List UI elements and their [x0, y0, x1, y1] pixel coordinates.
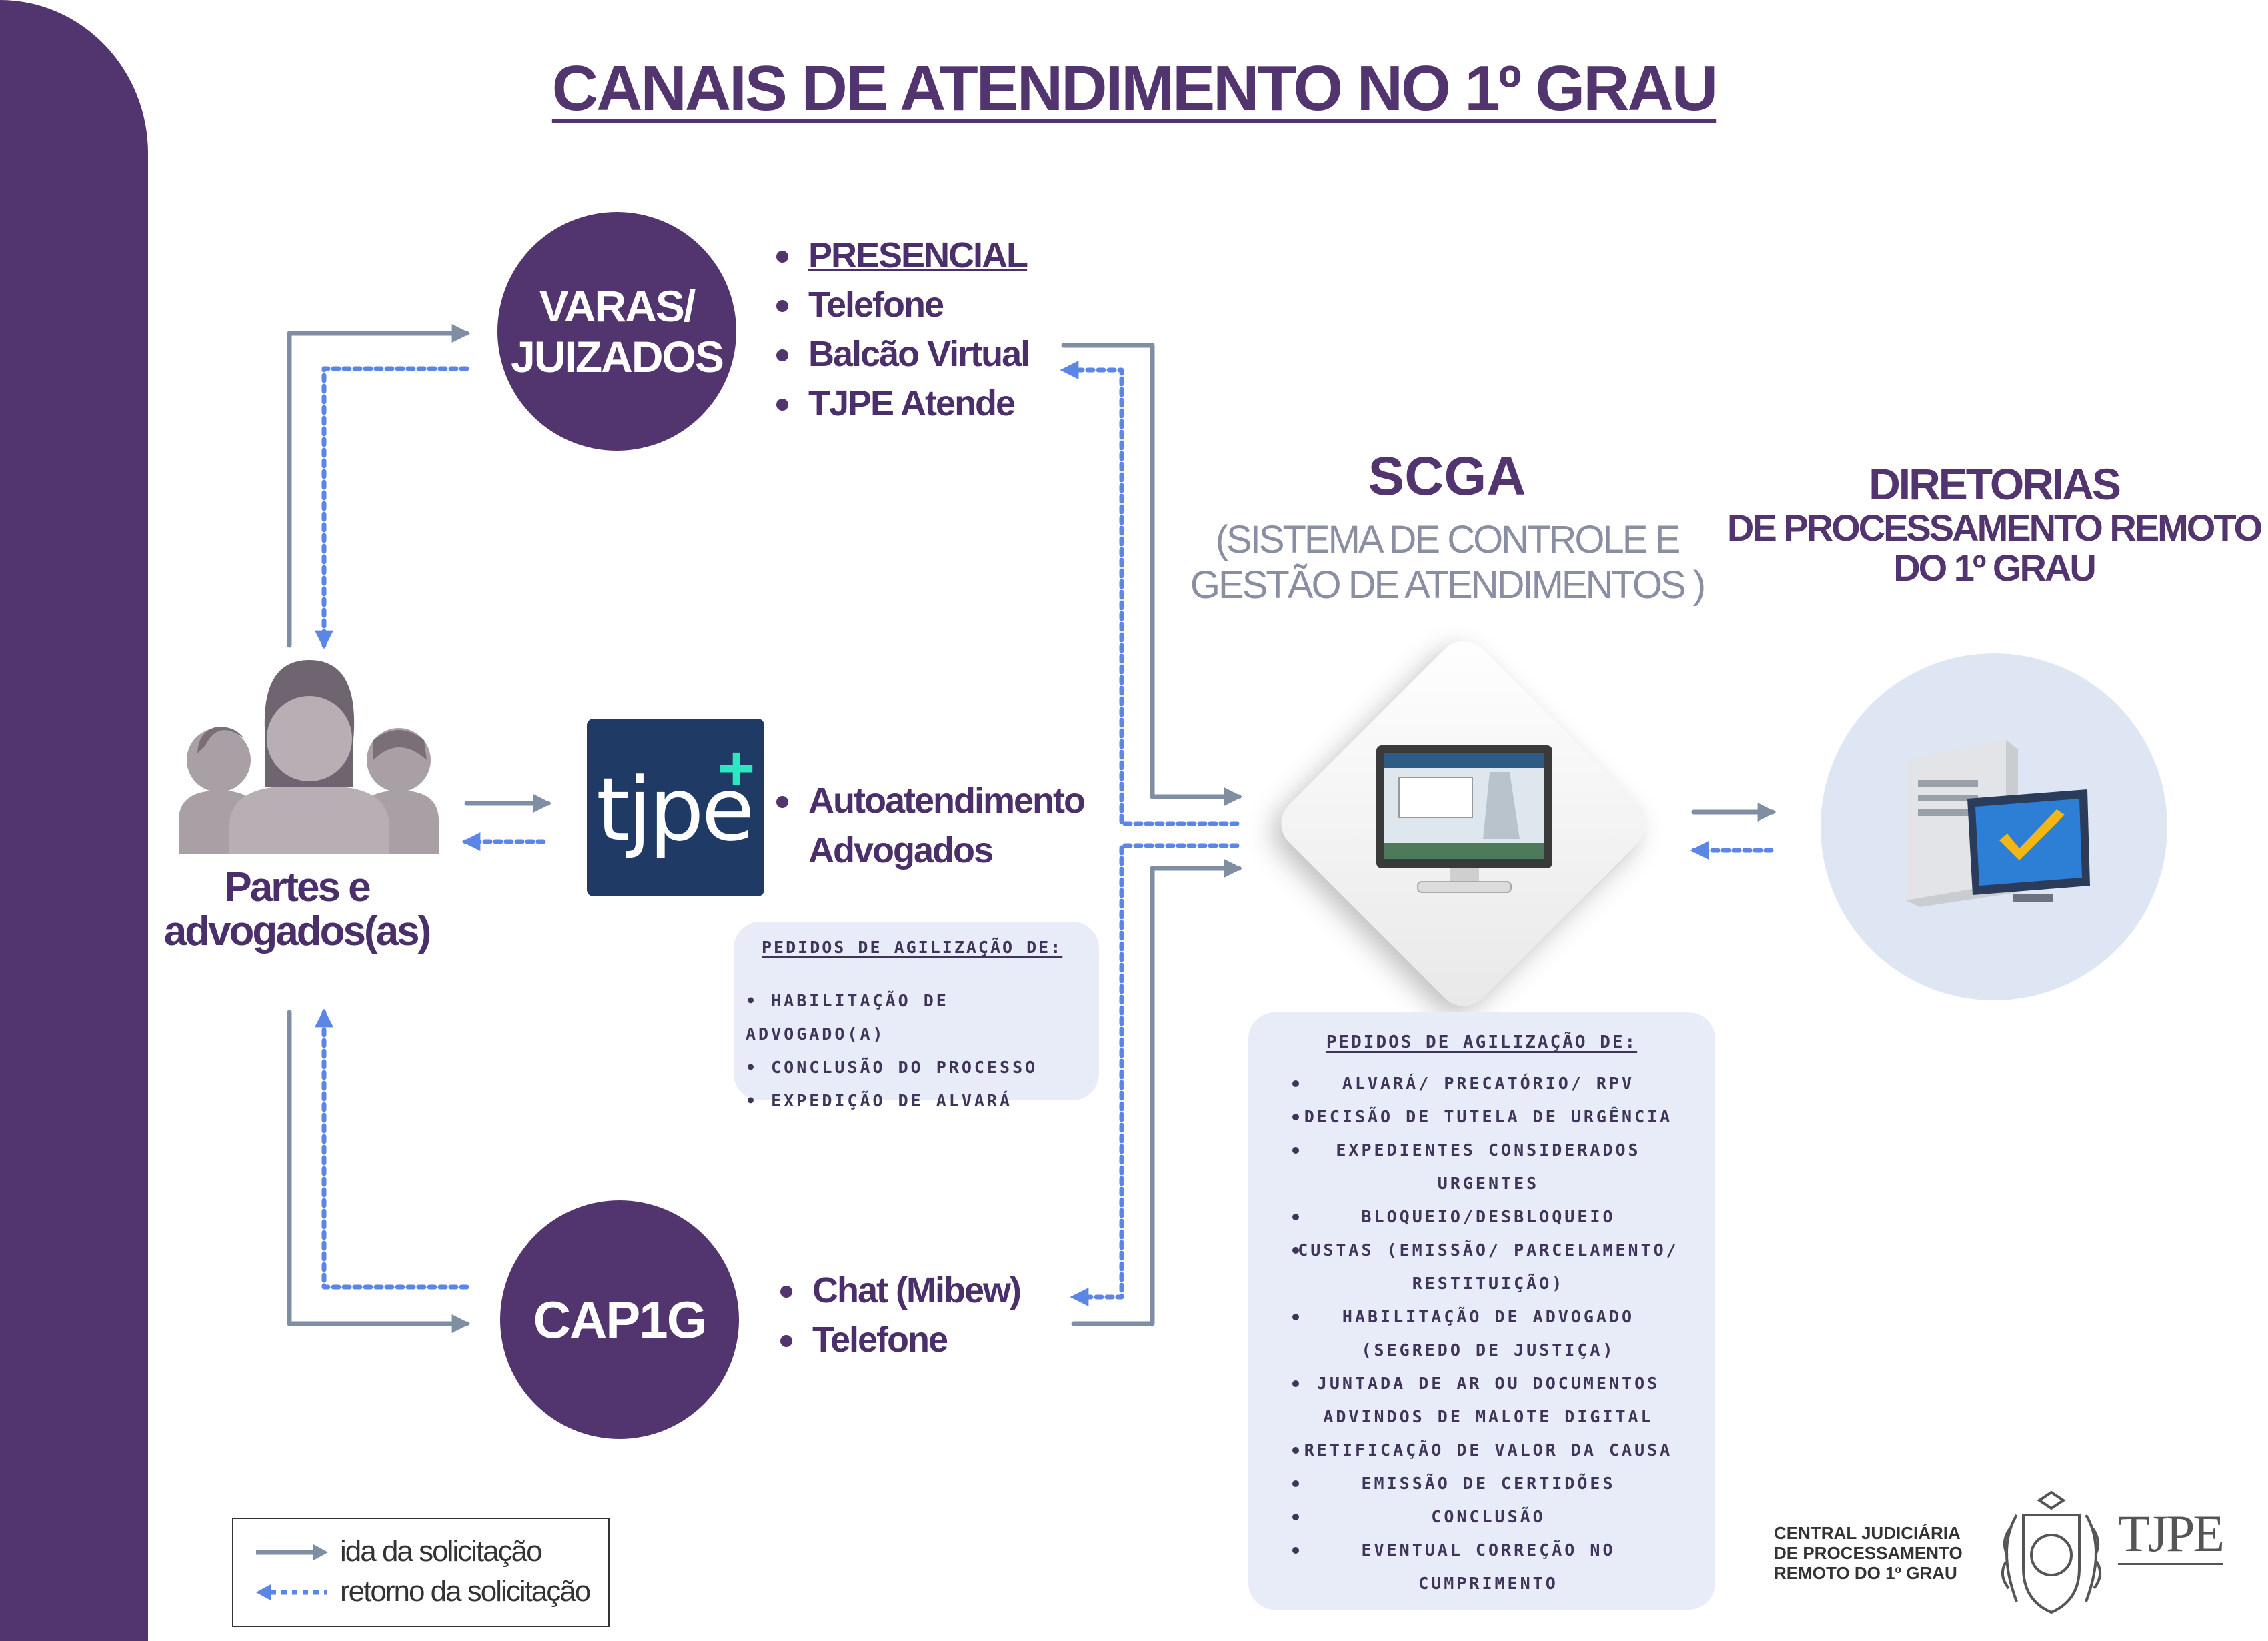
varas-juizados-circle: VARAS/JUIZADOS: [497, 212, 736, 451]
scga-box-item-line: EVENTUAL CORREÇÃO NO: [1361, 1540, 1616, 1560]
scga-box-item: ALVARÁ/ PRECATÓRIO/ RPV: [1248, 1067, 1715, 1100]
bullet-dot: [1292, 1480, 1299, 1487]
legend-back: retorno da solicitação: [340, 1575, 591, 1608]
scga-box-item-line: URGENTES: [1437, 1174, 1540, 1193]
scga-box-item: CUSTAS (EMISSÃO/ PARCELAMENTO/RESTITUIÇÃ…: [1248, 1234, 1715, 1300]
sidebar-decoration: [0, 0, 148, 1641]
tjpe-box-title: PEDIDOS DE AGILIZAÇÃO DE:: [762, 938, 1063, 957]
scga-box-item: EVENTUAL CORREÇÃO NO CUMPRIMENTO: [1248, 1534, 1715, 1600]
arrow-parties-to-varas: [287, 324, 471, 648]
scga-box-item: BLOQUEIO/DESBLOQUEIO: [1248, 1200, 1715, 1234]
bullet-dot: [1292, 1114, 1299, 1120]
scga-box-title: PEDIDOS DE AGILIZAÇÃO DE:: [1326, 1032, 1638, 1052]
scga-box-item-line: (SEGREDO DE JUSTIÇA): [1361, 1340, 1616, 1360]
arrow-scga-to-varas: [1060, 361, 1240, 826]
scga-box-item: CONCLUSÃO: [1248, 1500, 1715, 1534]
footer-tjpe-logo: TJPE: [2118, 1504, 2225, 1565]
arrow-varas-to-parties: [315, 366, 469, 649]
scga-box-item-line: CUMPRIMENTO: [1418, 1574, 1558, 1593]
channel-chat-mibew: Chat (Mibew): [778, 1266, 1022, 1315]
bullet-dot: [1292, 1147, 1299, 1154]
bullet-dot: [1292, 1080, 1299, 1087]
diretorias-heading: DIRETORIAS DE PROCESSAMENTO REMOTO DO 1º…: [1727, 459, 2263, 589]
arrow-cap1g-to-scga: [1071, 859, 1243, 1326]
tjpe-box-list: • HABILITAÇÃO DE ADVOGADO(A) • CONCLUSÃO…: [746, 991, 1038, 1110]
arrow-parties-to-cap1g: [287, 1010, 471, 1333]
coat-of-arms-icon: [2001, 1490, 2102, 1614]
scga-box-list: ALVARÁ/ PRECATÓRIO/ RPV DECISÃO DE TUTELA…: [1248, 1067, 1715, 1600]
bullet-dot: [1292, 1314, 1299, 1320]
arrow-cap1g-to-parties: [315, 1008, 469, 1290]
bullet-dot: [1292, 1514, 1299, 1520]
scga-box-item: JUNTADA DE AR OU DOCUMENTOS ADVINDOS DE M…: [1248, 1367, 1715, 1434]
bullet-dot: [1292, 1447, 1299, 1454]
arrow-scga-to-cap1g: [1070, 843, 1240, 1306]
scga-box-item: RETIFICAÇÃO DE VALOR DA CAUSA: [1248, 1434, 1715, 1467]
scga-box-item: EMISSÃO DE CERTIDÕES: [1248, 1467, 1715, 1500]
legend-forward: ida da solicitação: [340, 1535, 543, 1568]
people-icon: [179, 660, 439, 854]
scga-box-item-line: CUSTAS (EMISSÃO/ PARCELAMENTO/: [1298, 1240, 1679, 1260]
scga-box-item-line: DECISÃO DE TUTELA DE URGÊNCIA: [1304, 1107, 1673, 1126]
scga-box-item-line: BLOQUEIO/DESBLOQUEIO: [1361, 1207, 1616, 1226]
channel-tjpe-atende: TJPE Atende: [774, 379, 1029, 428]
page-title: CANAIS DE ATENDIMENTO NO 1º GRAU: [551, 53, 1718, 124]
channel-telefone: Telefone: [774, 280, 1029, 329]
parties-label: Partes e advogados(as): [163, 864, 432, 954]
bullet-dot: [1292, 1214, 1299, 1220]
scga-box-item-line: EMISSÃO DE CERTIDÕES: [1361, 1474, 1616, 1493]
scga-box-item-line: HABILITAÇÃO DE ADVOGADO: [1342, 1307, 1635, 1326]
scga-box-item: HABILITAÇÃO DE ADVOGADO (SEGREDO DE JUSTI…: [1248, 1300, 1715, 1367]
channel-balcao-virtual: Balcão Virtual: [774, 329, 1030, 379]
advogados-item: Advogados: [808, 830, 994, 870]
monitor-icon: [1376, 745, 1552, 893]
tjpe-app-list: Autoatendimento Advogados: [774, 776, 1086, 875]
tjpe-plus-logo: tjpe +: [587, 719, 764, 896]
scga-box-item-line: RESTITUIÇÃO): [1412, 1274, 1565, 1293]
scga-title: SCGA: [1368, 446, 1526, 507]
varas-channel-list: PRESENCIAL Telefone Balcão Virtual TJPE …: [774, 231, 1030, 428]
scga-subtitle: (SISTEMA DE CONTROLE E GESTÃO DE ATENDIM…: [1190, 518, 1706, 607]
scga-box-item: DECISÃO DE TUTELA DE URGÊNCIA: [1248, 1100, 1715, 1134]
scga-box-item-line: JUNTADA DE AR OU DOCUMENTOS: [1316, 1374, 1660, 1393]
scga-box-item-line: ALVARÁ/ PRECATÓRIO/ RPV: [1342, 1074, 1635, 1093]
autoatendimento-item: Autoatendimento: [774, 776, 1086, 826]
legend-symbols: [256, 1544, 328, 1600]
scga-box-item-line: CONCLUSÃO: [1431, 1507, 1546, 1526]
bullet-dot: [1292, 1380, 1299, 1387]
cap1g-channel-list: Chat (Mibew) Telefone: [778, 1266, 1022, 1364]
tjpe-request-box: PEDIDOS DE AGILIZAÇÃO DE: • HABILITAÇÃO …: [734, 922, 1099, 1110]
scga-box-item-line: RETIFICAÇÃO DE VALOR DA CAUSA: [1304, 1440, 1673, 1460]
footer-text: CENTRAL JUDICIÁRIA DE PROCESSAMENTO REMO…: [1774, 1523, 1963, 1583]
arrow-varas-to-scga: [1061, 343, 1243, 806]
scga-box-item-line: EXPEDIENTES CONSIDERADOS: [1336, 1140, 1641, 1160]
scga-request-box: PEDIDOS DE AGILIZAÇÃO DE: ALVARÁ/ PRECAT…: [1248, 1012, 1715, 1610]
channel-cap1g-telefone: Telefone: [778, 1315, 1020, 1364]
scga-box-item-line: ADVINDOS DE MALOTE DIGITAL: [1323, 1407, 1654, 1426]
legend: ida da solicitação retorno da solicitaçã…: [232, 1518, 610, 1627]
bullet-dot: [1292, 1547, 1299, 1554]
scga-box-item: EXPEDIENTES CONSIDERADOS URGENTES: [1248, 1134, 1715, 1200]
bullet-dot: [1292, 1247, 1299, 1254]
cap1g-circle: CAP1G: [500, 1200, 739, 1439]
computer-check-icon: [1906, 740, 2090, 907]
channel-presencial: PRESENCIAL: [774, 231, 1029, 280]
